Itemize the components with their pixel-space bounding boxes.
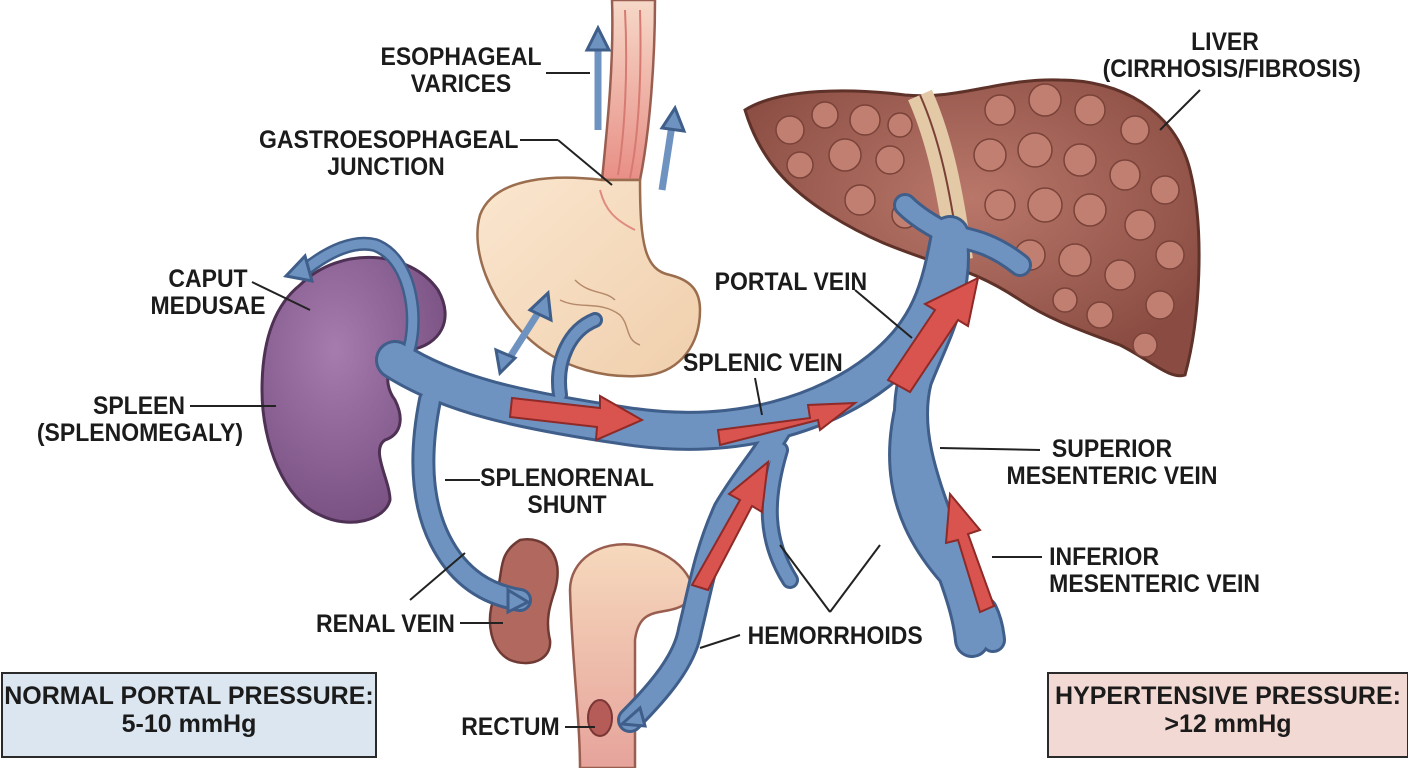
label-splenorenal-shunt-line2: SHUNT — [527, 491, 607, 519]
collateral-flow-arrows — [283, 24, 687, 728]
label-superior-mesenteric-vein: SUPERIOR MESENTERIC VEIN — [1005, 436, 1218, 490]
label-gastroesophageal-junction-line2: JUNCTION — [327, 153, 445, 181]
label-renal-vein: RENAL VEIN — [316, 610, 455, 638]
label-portal-vein: PORTAL VEIN — [714, 268, 868, 296]
label-gastroesophageal-junction: GASTROESOPHAGEAL JUNCTION — [259, 126, 519, 181]
label-gastroesophageal-junction-line1: GASTROESOPHAGEAL — [259, 126, 519, 154]
portal-flow-arrows — [508, 276, 996, 614]
label-hemorrhoids: HEMORRHOIDS — [747, 622, 923, 650]
hypertensive-pressure-value: >12 mmHg — [1164, 710, 1292, 738]
stomach — [476, 176, 702, 378]
label-spleen: SPLEEN (SPLENOMEGALY) — [36, 392, 244, 447]
label-splenic-vein: SPLENIC VEIN — [682, 349, 843, 377]
label-inferior-mesenteric-vein: INFERIOR MESENTERIC VEIN — [1049, 544, 1260, 598]
label-inferior-mesenteric-vein-line1: INFERIOR — [1049, 543, 1160, 571]
label-liver-line1: LIVER — [1191, 28, 1259, 56]
label-inferior-mesenteric-vein-line2: MESENTERIC VEIN — [1049, 570, 1261, 598]
label-superior-mesenteric-vein-line2: MESENTERIC VEIN — [1006, 462, 1218, 490]
spleen — [260, 256, 447, 524]
label-caput-medusae-line2: MEDUSAE — [150, 292, 266, 320]
label-esophageal-varices-line1: ESOPHAGEAL — [380, 43, 542, 71]
normal-pressure-box: NORMAL PORTAL PRESSURE: 5-10 mmHg — [1, 672, 377, 758]
label-caput-medusae-line1: CAPUT — [168, 265, 248, 293]
label-liver-line2: (CIRRHOSIS/FIBROSIS) — [1102, 55, 1361, 83]
leader-lines — [190, 72, 1201, 728]
label-rectum: RECTUM — [461, 713, 560, 741]
label-caput-medusae: CAPUT MEDUSAE — [145, 266, 270, 320]
label-spleen-line2: (SPLENOMEGALY) — [36, 419, 244, 447]
hypertensive-pressure-title: HYPERTENSIVE PRESSURE: — [1055, 682, 1401, 710]
label-liver: LIVER (CIRRHOSIS/FIBROSIS) — [1102, 28, 1361, 83]
label-spleen-line1: SPLEEN — [92, 392, 186, 420]
normal-pressure-title: NORMAL PORTAL PRESSURE: — [4, 682, 374, 710]
esophagus — [600, 0, 657, 182]
normal-pressure-value: 5-10 mmHg — [121, 710, 257, 738]
label-splenorenal-shunt-line1: SPLENORENAL — [480, 464, 654, 492]
label-esophageal-varices-line2: VARICES — [410, 70, 512, 98]
label-superior-mesenteric-vein-line1: SUPERIOR — [1051, 435, 1173, 463]
label-splenorenal-shunt: SPLENORENAL SHUNT — [480, 465, 655, 519]
hypertensive-pressure-box: HYPERTENSIVE PRESSURE: >12 mmHg — [1047, 672, 1408, 758]
label-esophageal-varices: ESOPHAGEAL VARICES — [379, 44, 543, 98]
